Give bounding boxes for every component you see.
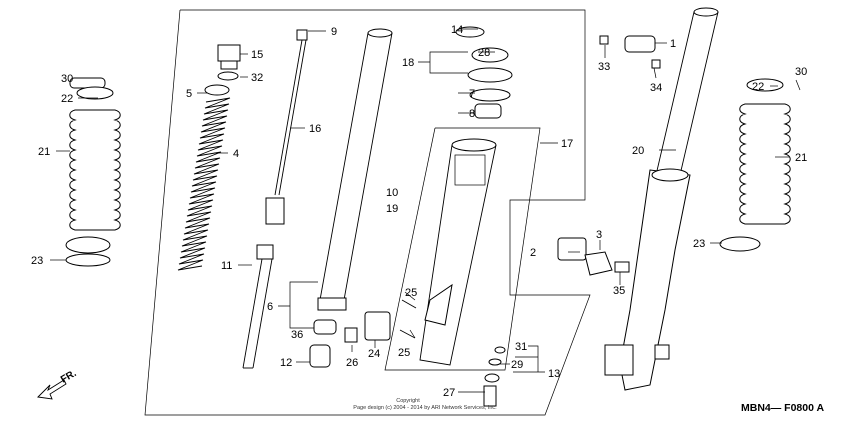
clamp-parts [599, 35, 661, 69]
callout: 23 [31, 255, 43, 267]
callout: 36 [291, 329, 303, 341]
callout: 3 [596, 229, 602, 241]
callout: 10 [386, 187, 398, 199]
front-direction-arrow: FR. [37, 368, 79, 400]
callout: 23 [693, 238, 705, 250]
callout: 25 [398, 347, 410, 359]
callout: 8 [469, 108, 475, 120]
damper-rod [265, 29, 308, 225]
callout: 35 [613, 285, 625, 297]
bolts [399, 299, 417, 339]
callout: 17 [561, 138, 573, 150]
drain-bolt-parts [483, 346, 506, 407]
fork-assembly-right [604, 7, 719, 391]
callout: 27 [443, 387, 455, 399]
callout-labels: 9 14 1 15 28 18 33 30 32 30 22 5 7 34 22… [31, 24, 807, 399]
callout: 32 [251, 72, 263, 84]
assembly-boundary [144, 9, 591, 416]
callout: 2 [530, 247, 536, 259]
callout: 30 [795, 66, 807, 78]
bracket-parts [557, 237, 630, 276]
copyright-line-1: Copyright [396, 398, 420, 404]
callout: 29 [511, 359, 523, 371]
callout: 5 [186, 88, 192, 100]
copyright-line-2: Page design (c) 2004 - 2014 by ARI Netwo… [353, 405, 497, 411]
callout: 16 [309, 123, 321, 135]
callout: 22 [752, 81, 764, 93]
bushings [309, 319, 337, 368]
callout: 34 [650, 82, 662, 94]
callout: 7 [469, 88, 475, 100]
fork-cap-bolt [204, 44, 241, 96]
fork-seals [455, 26, 513, 119]
fork-spring [177, 97, 231, 271]
fork-piece [242, 244, 274, 369]
callout: 6 [267, 301, 273, 313]
callout: 13 [548, 368, 560, 380]
fork-boot-right [719, 78, 791, 252]
drain-parts [344, 311, 391, 343]
callout: 9 [331, 26, 337, 38]
callout: 25 [405, 287, 417, 299]
callout: 22 [61, 93, 73, 105]
inner-tube-boundary [384, 127, 541, 371]
callout: 20 [632, 145, 644, 157]
outer-slider [419, 138, 497, 366]
callout: 18 [402, 57, 414, 69]
callout: 21 [38, 146, 50, 158]
callout: 31 [515, 341, 527, 353]
callout: 12 [280, 357, 292, 369]
callout: 33 [598, 61, 610, 73]
callout: 30 [61, 73, 73, 85]
callout: 21 [795, 152, 807, 164]
callout: 26 [346, 357, 358, 369]
fork-tube [317, 28, 393, 311]
callout: 24 [368, 348, 380, 360]
callout: 19 [386, 203, 398, 215]
callout: 11 [221, 260, 232, 272]
callout: 4 [233, 148, 239, 160]
leader-lines [50, 28, 801, 393]
callout: 15 [251, 49, 263, 61]
direction-label: FR. [59, 368, 79, 386]
callout: 1 [670, 38, 676, 50]
fork-boot-left [65, 77, 121, 267]
diagram-code: MBN4— F0800 A [741, 402, 824, 414]
callout: 14 [451, 24, 463, 36]
callout: 28 [478, 47, 490, 59]
